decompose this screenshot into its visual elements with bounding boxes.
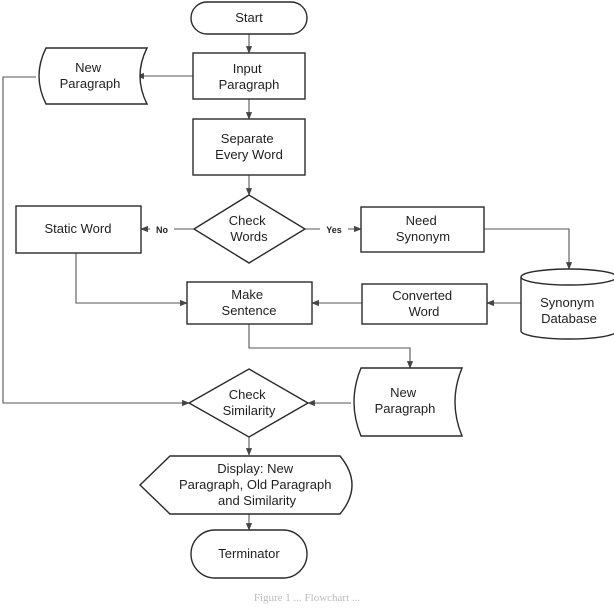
node-terminator: Terminator xyxy=(190,529,308,579)
node-converted-word: Converted Word xyxy=(361,283,488,325)
svg-text:New Paragraph: New Paragraph xyxy=(375,385,436,416)
display-line-3: and Similarity xyxy=(218,493,297,508)
new-paragraph-top-line-2: Paragraph xyxy=(60,76,121,91)
edges xyxy=(2,34,573,531)
edge-label-no: No xyxy=(156,225,168,235)
separate-line-2: Every Word xyxy=(215,147,283,162)
node-input-paragraph: Input Paragraph xyxy=(192,52,306,100)
new-paragraph-bottom-line-2: Paragraph xyxy=(375,401,436,416)
make-sentence-line-1: Make xyxy=(231,287,263,302)
terminator-label: Terminator xyxy=(218,546,280,561)
make-sentence-line-2: Sentence xyxy=(222,303,277,318)
edge-new-paragraph-top-to-check-similarity xyxy=(2,76,190,407)
display-line-2: Paragraph, Old Paragraph xyxy=(179,477,331,492)
new-paragraph-top-line-1: New xyxy=(75,60,102,75)
node-separate-every-word: Separate Every Word xyxy=(192,118,306,176)
svg-text:Check Similarity: Check Similarity xyxy=(223,387,276,418)
svg-text:Make Sentence: Make Sentence xyxy=(222,287,277,318)
edge-static-word-to-make-sentence xyxy=(75,253,188,307)
separate-line-1: Separate xyxy=(221,131,274,146)
need-synonym-line-2: Synonym xyxy=(396,229,450,244)
node-synonym-database: Synonym Database xyxy=(520,268,614,340)
static-word-label: Static Word xyxy=(45,221,112,236)
converted-word-line-2: Word xyxy=(409,304,440,319)
svg-text:Check Words: Check Words xyxy=(229,213,269,244)
svg-text:Separate Every Word: Separate Every Word xyxy=(215,131,283,162)
node-check-similarity: Check Similarity xyxy=(187,368,310,438)
check-similarity-line-1: Check xyxy=(229,387,266,402)
need-synonym-line-1: Need xyxy=(406,213,437,228)
node-display: Display: New Paragraph, Old Paragraph an… xyxy=(138,455,353,515)
synonym-database-line-1: Synonym xyxy=(540,295,594,310)
input-paragraph-line-2: Paragraph xyxy=(219,77,280,92)
check-words-line-1: Check xyxy=(229,213,266,228)
start-label: Start xyxy=(235,10,263,25)
converted-word-line-1: Converted xyxy=(392,288,452,303)
check-similarity-line-2: Similarity xyxy=(223,403,276,418)
svg-text:Input Paragraph: Input Paragraph xyxy=(219,61,280,92)
input-paragraph-line-1: Input xyxy=(233,61,262,76)
node-static-word: Static Word xyxy=(15,205,142,254)
svg-text:New Paragraph: New Paragraph xyxy=(60,60,121,91)
node-need-synonym: Need Synonym xyxy=(360,206,485,253)
svg-text:Need Synonym: Need Synonym xyxy=(396,213,450,244)
node-make-sentence: Make Sentence xyxy=(186,281,313,325)
display-line-1: Display: New xyxy=(217,461,293,476)
edge-label-yes: Yes xyxy=(326,225,342,235)
svg-text:Synonym Database: Synonym Database xyxy=(540,295,598,326)
figure-caption: Figure 1 ... Flowchart ... xyxy=(254,592,361,604)
svg-text:Display: New Paragraph,: Display: New Paragraph, Old Paragraph an… xyxy=(179,461,335,508)
node-check-words: Check Words xyxy=(192,194,307,264)
node-new-paragraph-top: New Paragraph xyxy=(38,47,149,105)
check-words-line-2: Words xyxy=(230,229,268,244)
node-start: Start xyxy=(190,1,308,35)
node-new-paragraph-bottom: New Paragraph xyxy=(353,367,464,437)
synonym-database-line-2: Database xyxy=(541,311,597,326)
svg-text:Converted Word: Converted Word xyxy=(392,288,456,319)
new-paragraph-bottom-line-1: New xyxy=(390,385,417,400)
edge-need-synonym-to-database xyxy=(484,228,573,270)
edge-make-sentence-to-new-paragraph xyxy=(248,324,414,369)
